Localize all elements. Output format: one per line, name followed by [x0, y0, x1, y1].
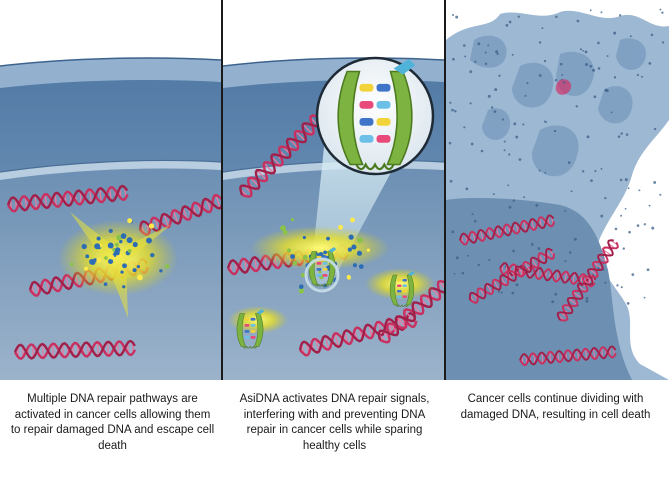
dna-strand — [556, 239, 619, 322]
caption-cell-death: Cancer cells continue dividing with dama… — [460, 393, 651, 421]
panel-repair-active — [0, 0, 221, 380]
illustration — [0, 0, 669, 380]
asidna-molecule — [236, 309, 265, 349]
dna-strand — [459, 214, 556, 246]
asidna-zoom-inset — [315, 56, 435, 176]
caption-repair-active: Multiple DNA repair pathways are activat… — [10, 393, 215, 452]
caption-asidna: AsiDNA activates DNA repair signals, int… — [239, 393, 430, 452]
dna-strand — [468, 247, 555, 304]
dna-strand — [519, 345, 617, 367]
repair-molecules — [70, 218, 170, 289]
asidna-molecule-enlarged — [337, 59, 416, 171]
asidna-molecule — [389, 271, 415, 307]
asidna-molecule — [308, 247, 337, 287]
panel-asidna — [223, 0, 444, 380]
dna-strand — [13, 339, 137, 361]
dna-strand — [6, 184, 129, 213]
panel-cell-death — [446, 0, 669, 380]
dna-strand — [239, 106, 331, 198]
